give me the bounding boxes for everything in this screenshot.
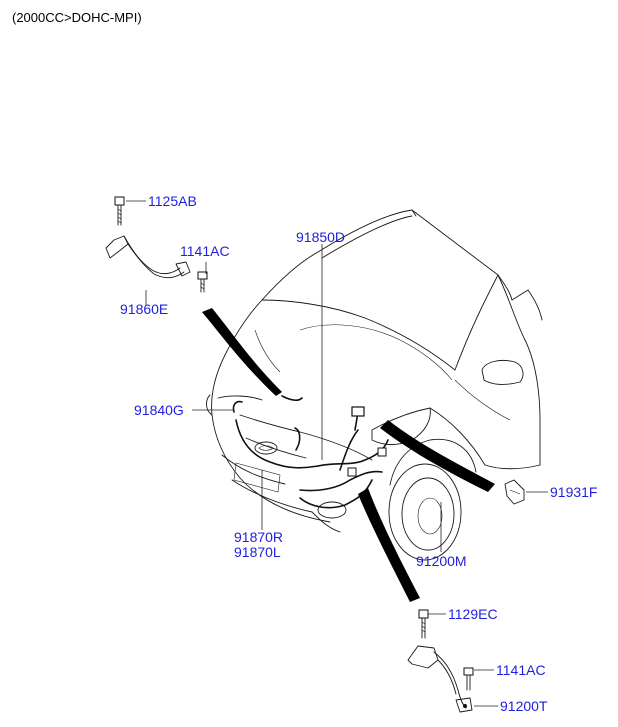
engine-spec-note: (2000CC>DOHC-MPI) [12, 10, 142, 25]
part-labels: 1125AB 1141AC 91860E 91850D 91840G 91931… [120, 193, 597, 714]
part-number-label: 91200T [500, 698, 548, 714]
part-number-label: 1141AC [496, 662, 546, 678]
part-number-label: 91870R [234, 529, 283, 545]
ground-cable-bottom-icon [407, 609, 474, 713]
leader-lines [126, 200, 548, 707]
part-number-label: 1141AC [180, 243, 230, 259]
swoosh-pointers [202, 308, 495, 602]
part-number-label: 91870L [234, 544, 281, 560]
part-number-label: 1125AB [148, 193, 197, 209]
vehicle-icon [206, 209, 543, 561]
ground-cable-top-icon [105, 196, 208, 293]
part-number-label: 91931F [550, 484, 597, 500]
part-number-label: 91850D [296, 229, 345, 245]
harness-clip-icon [504, 479, 525, 505]
part-number-label: 91840G [134, 402, 184, 418]
front-harness-wiring [232, 395, 389, 509]
part-number-label: 91200M [416, 553, 467, 569]
part-number-label: 1129EC [448, 606, 498, 622]
part-number-label: 91860E [120, 301, 168, 317]
